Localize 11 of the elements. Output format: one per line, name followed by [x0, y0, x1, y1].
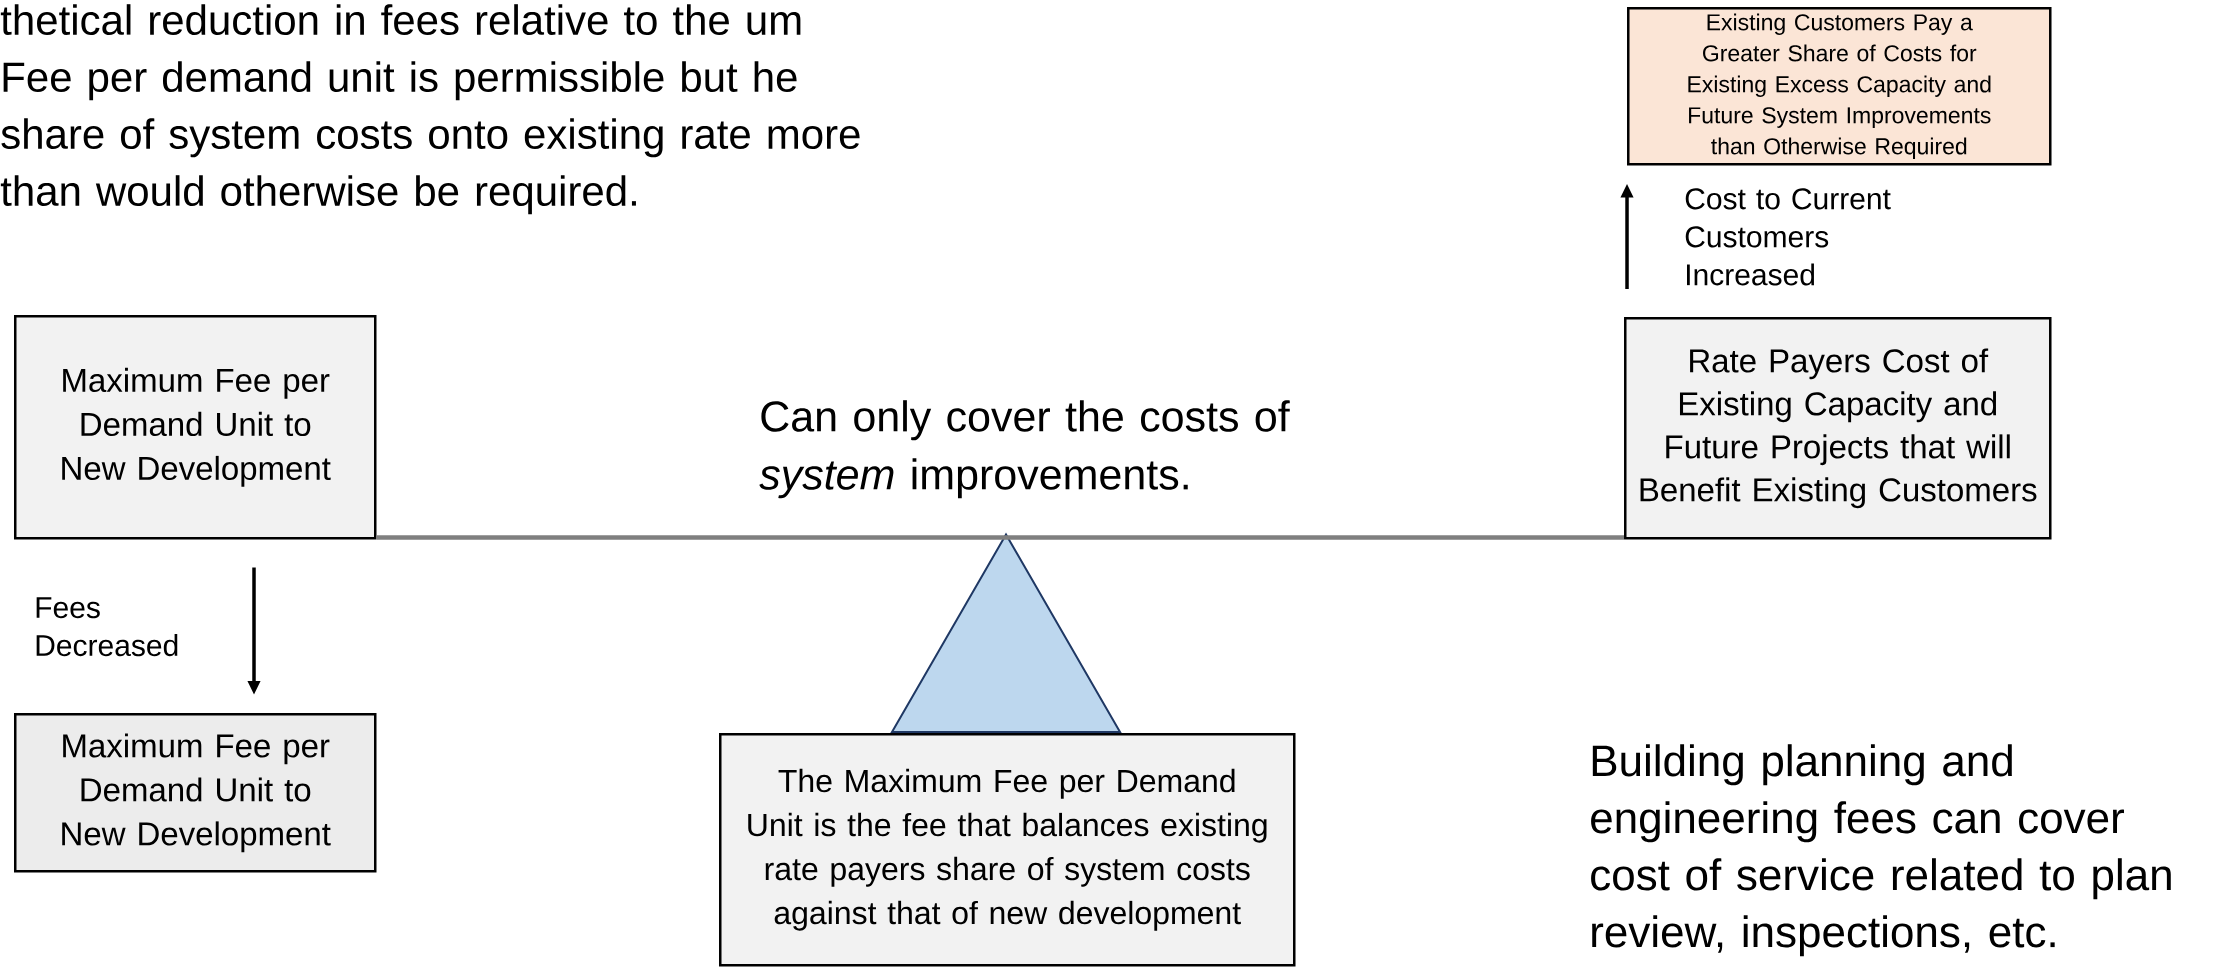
text-box: Maximum Fee per Demand Unit to New Development: [14, 713, 377, 873]
text-box: Existing Customers Pay a Greater Share of Costs for Existing Excess Capacity and Future System Improvements than Otherwise Required: [1627, 7, 2052, 166]
note-text: thetical reduction in fees relative to the um Fee per demand unit is permissible but he share of system costs onto existing rate more than would otherwise be required.: [0, 4, 860, 215]
lever-beam: [376, 535, 1624, 540]
beam-caption: Can only cover the costs of system improvements.: [759, 400, 1290, 499]
edge-label: Cost to Current Customers Increased: [1685, 188, 1891, 286]
text-box: Rate Payers Cost of Existing Capacity and Future Projects that will Benefit Existing Customers: [1624, 317, 2052, 540]
note-text: Building planning and engineering fees can cover cost of service related to plan review, inspections, etc.: [1591, 744, 2171, 957]
edge-label: Fees Decreased: [36, 597, 178, 657]
text-box: Maximum Fee per Demand Unit to New Development: [14, 315, 377, 540]
text-box: The Maximum Fee per Demand Unit is the fee that balances existing rate payers share of system costs against that of new development: [719, 733, 1296, 967]
